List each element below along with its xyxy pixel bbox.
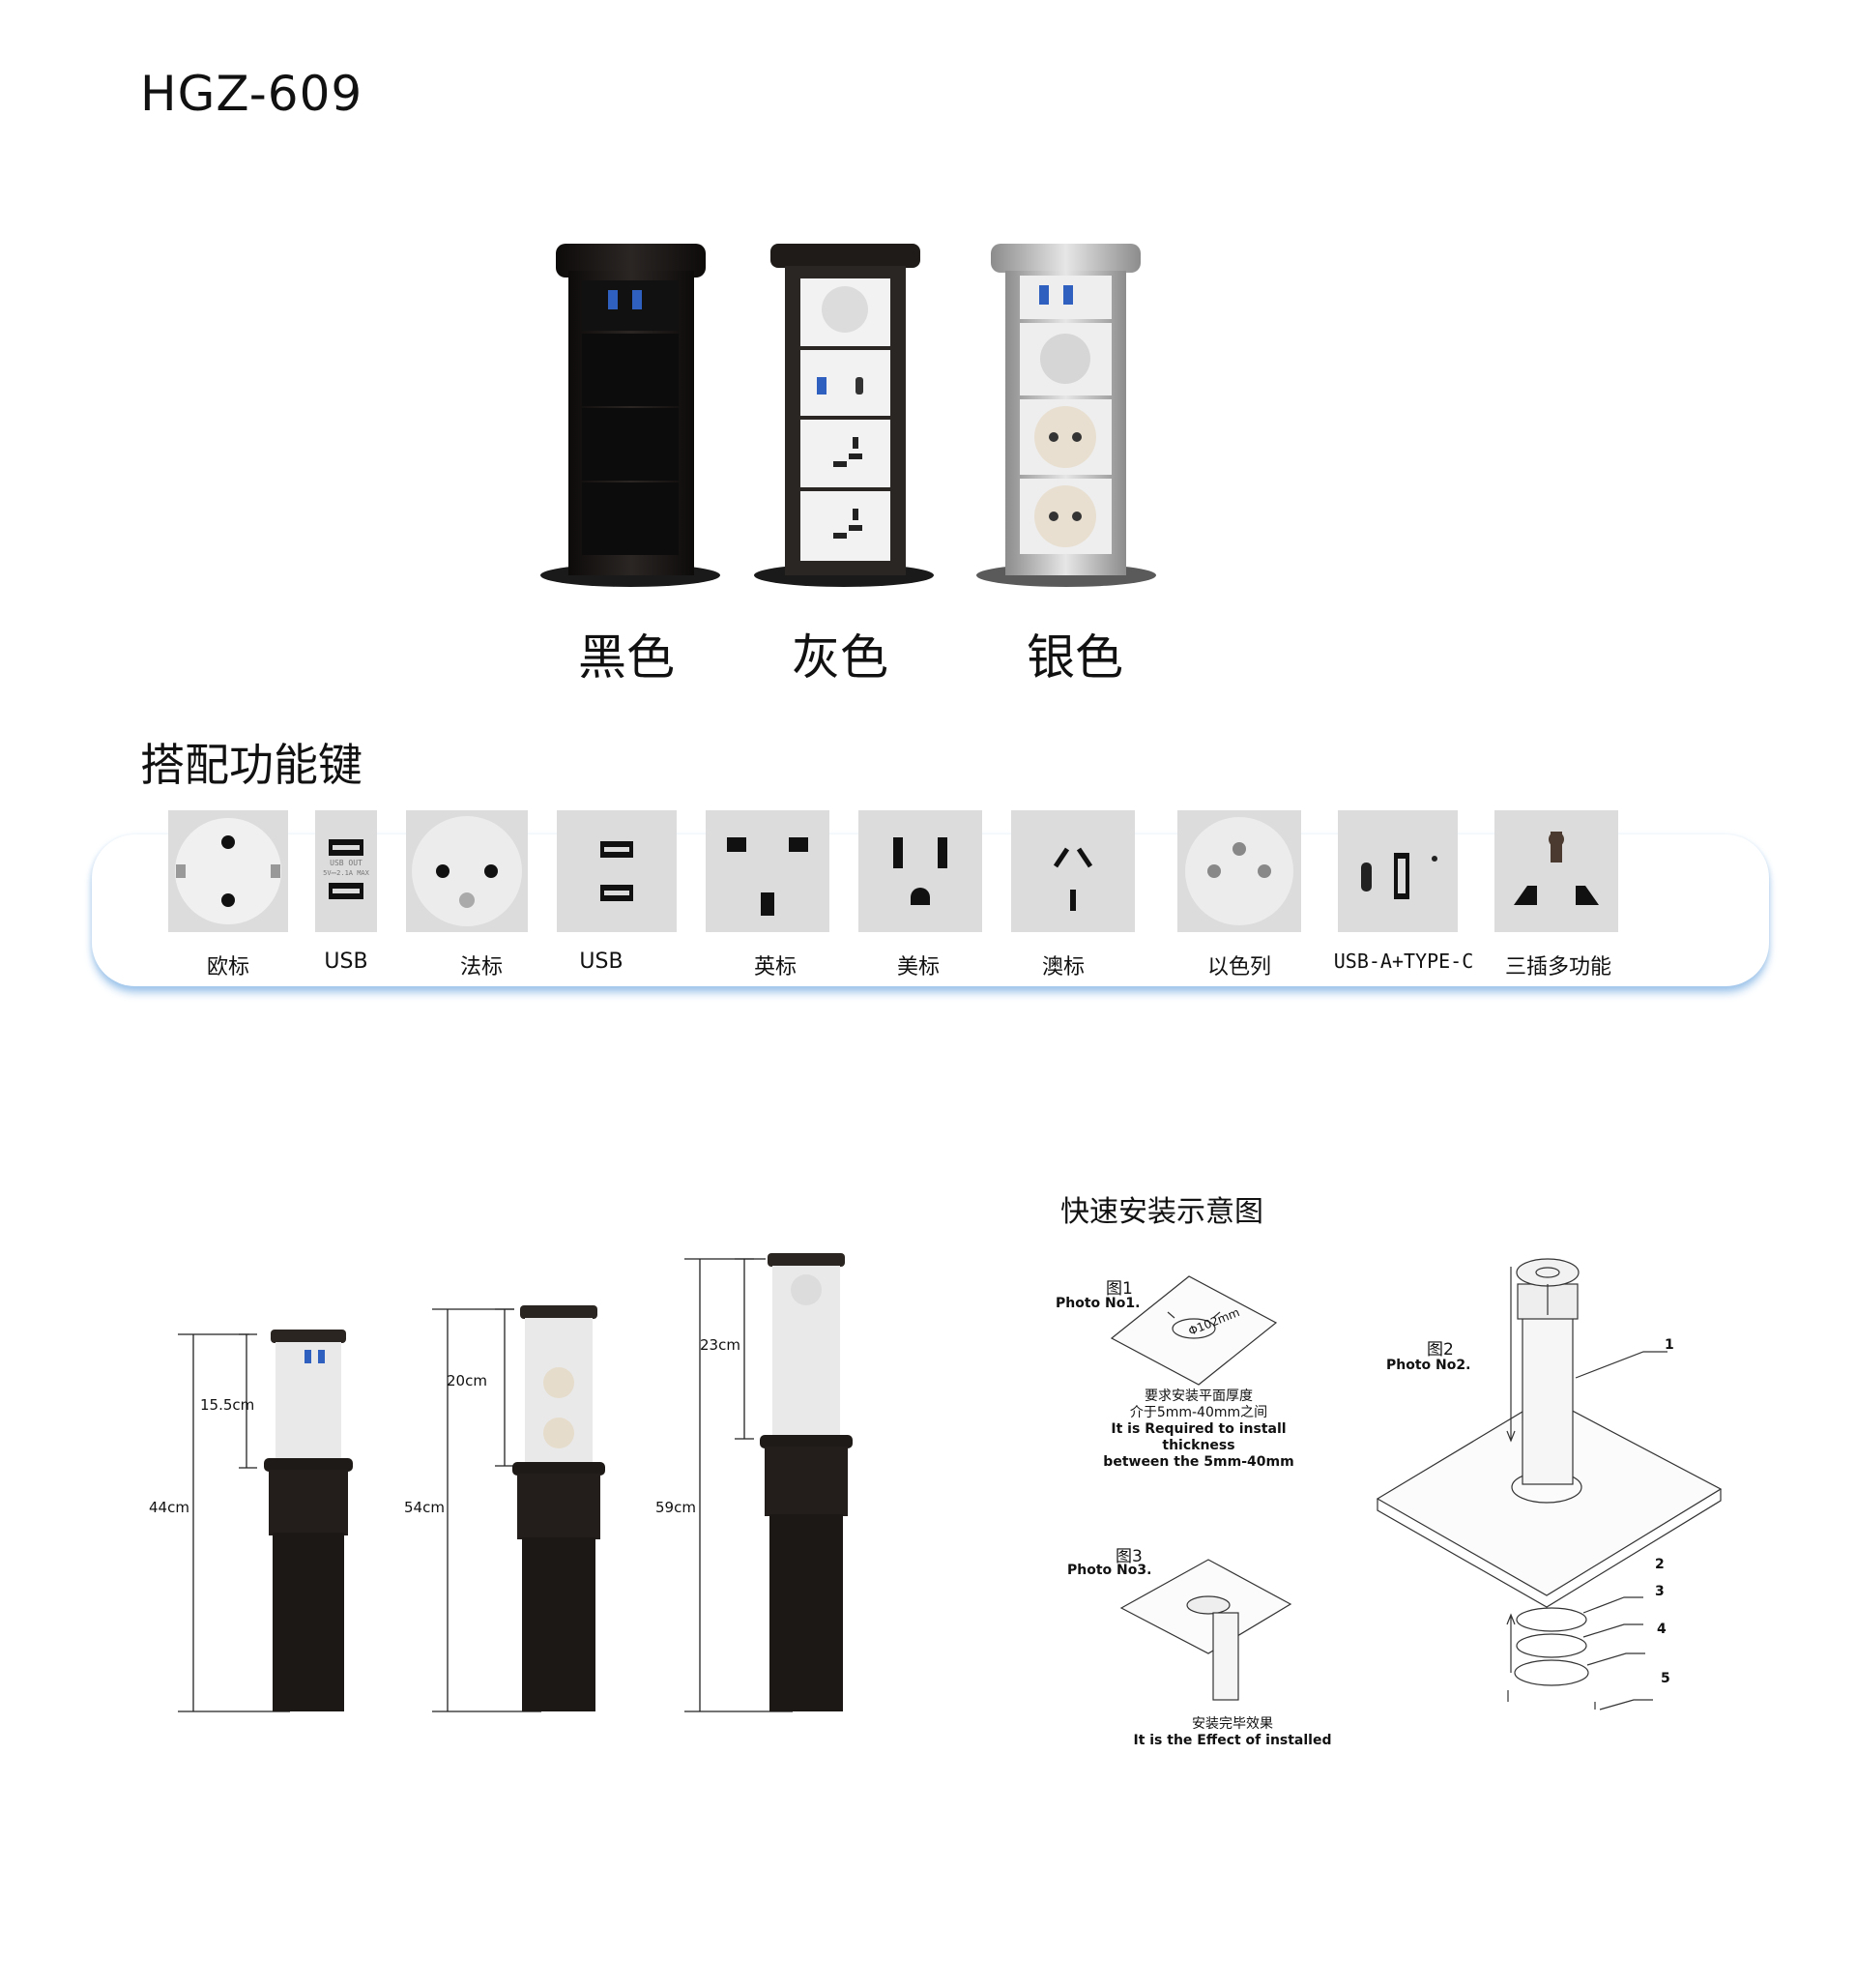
color-variants xyxy=(540,244,1156,587)
product-59cm-image xyxy=(760,1253,853,1711)
module-label-israel: 以色列 xyxy=(1206,955,1271,979)
usb-print-line-2: 5V⎓2.1A MAX xyxy=(323,869,370,877)
color-label-grey: 灰色 xyxy=(792,629,888,686)
module-tile-usb-1: USB OUT 5V⎓2.1A MAX xyxy=(315,810,377,932)
dual-usb-icon: USB OUT 5V⎓2.1A MAX xyxy=(323,839,370,899)
schuko-socket-icon xyxy=(175,818,281,924)
part-number-3: 3 xyxy=(1655,1584,1665,1599)
photo3-note-cn: 安装完毕效果 xyxy=(1192,1716,1273,1732)
module-tile-universal xyxy=(1494,810,1618,932)
install-title: 快速安装示意图 xyxy=(1060,1195,1263,1229)
dim-total-3: 59cm xyxy=(655,1499,696,1516)
us-socket-icon xyxy=(893,837,947,905)
photo3-note-en: It is the Effect of installed xyxy=(1133,1733,1332,1748)
module-label-usb-2: USB xyxy=(579,950,624,974)
module-label-usb-a-typec: USB-A+TYPE-C xyxy=(1333,950,1474,973)
photo3-note: 安装完毕效果 It is the Effect of installed xyxy=(1112,1716,1353,1749)
module-tile-usb-a-typec xyxy=(1338,810,1458,932)
module-tile-us xyxy=(858,810,982,932)
part-number-2: 2 xyxy=(1655,1557,1665,1572)
israel-socket-icon xyxy=(1185,817,1293,925)
module-label-universal: 三插多功能 xyxy=(1504,955,1611,979)
variant-black-image xyxy=(540,244,720,587)
module-label-au: 澳标 xyxy=(1041,955,1085,979)
module-label-schuko: 欧标 xyxy=(206,955,249,979)
model-title: HGZ-609 xyxy=(140,66,363,122)
product-54cm-image xyxy=(512,1305,605,1711)
module-tile-au xyxy=(1011,810,1135,932)
dim-pop-1: 15.5cm xyxy=(200,1396,255,1414)
color-label-black: 黑色 xyxy=(578,629,675,686)
au-socket-icon xyxy=(1053,847,1093,911)
part-number-4: 4 xyxy=(1657,1622,1667,1637)
photo2-cn: 图2 xyxy=(1427,1340,1454,1359)
module-label-us: 美标 xyxy=(896,955,940,979)
product-44cm-image xyxy=(264,1330,353,1711)
install-diagram xyxy=(1110,1258,1723,1710)
photo2-en: Photo No2. xyxy=(1386,1358,1471,1373)
photo1-note-cn-2: 介于5mm-40mm之间 xyxy=(1129,1405,1268,1420)
height-dimensions xyxy=(178,1253,853,1712)
usb-a-typec-icon xyxy=(1361,853,1437,899)
part-number-1: 1 xyxy=(1665,1337,1674,1353)
usb-print-line-1: USB OUT xyxy=(330,859,362,867)
photo3-en: Photo No3. xyxy=(1067,1563,1152,1578)
universal-socket-icon xyxy=(1514,832,1599,905)
module-tile-french xyxy=(406,810,528,932)
module-tile-usb-2 xyxy=(557,810,677,932)
uk-socket-icon xyxy=(727,837,808,916)
color-label-silver: 银色 xyxy=(1027,629,1123,686)
part-number-5: 5 xyxy=(1661,1671,1670,1686)
module-tile-schuko xyxy=(168,810,288,932)
module-tile-uk xyxy=(706,810,829,932)
dim-total-1: 44cm xyxy=(149,1499,189,1516)
photo1-cn: 图1 xyxy=(1106,1279,1133,1299)
variant-grey-image xyxy=(754,244,934,587)
photo1-en: Photo No1. xyxy=(1056,1296,1141,1311)
dim-pop-3: 23cm xyxy=(700,1336,740,1354)
dim-total-2: 54cm xyxy=(404,1499,445,1516)
module-label-usb-1: USB xyxy=(324,950,368,974)
photo3-cn: 图3 xyxy=(1116,1547,1143,1566)
variant-silver-image xyxy=(976,244,1156,587)
section-title: 搭配功能键 xyxy=(140,739,362,791)
dual-usb-icon xyxy=(600,841,633,901)
photo1-note: 要求安装平面厚度 介于5mm-40mm之间 It is Required to … xyxy=(1073,1389,1324,1471)
dim-pop-2: 20cm xyxy=(447,1372,487,1389)
photo1-note-en-1: It is Required to install thickness xyxy=(1111,1421,1287,1453)
french-socket-icon xyxy=(412,816,522,926)
module-label-uk: 英标 xyxy=(753,955,797,979)
module-tile-israel xyxy=(1177,810,1301,932)
photo1-note-en-2: between the 5mm-40mm xyxy=(1103,1454,1294,1470)
module-label-french: 法标 xyxy=(459,955,503,979)
photo1-note-cn-1: 要求安装平面厚度 xyxy=(1145,1389,1253,1404)
